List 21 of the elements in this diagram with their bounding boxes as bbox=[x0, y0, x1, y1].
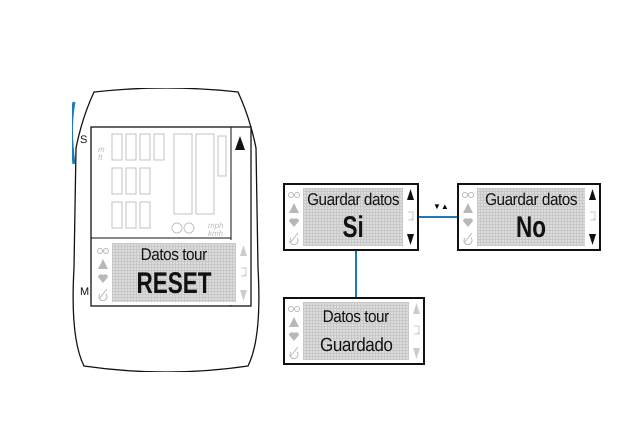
button-label: S bbox=[80, 134, 88, 146]
display-heading: Guardar datos bbox=[307, 190, 399, 208]
display-heading: Datos tour bbox=[140, 246, 208, 263]
edge-label: ▼▲ bbox=[432, 203, 450, 211]
unit-label: ft bbox=[98, 154, 102, 162]
display-heading: Guardar datos bbox=[485, 190, 577, 208]
lcd-screen bbox=[457, 183, 601, 251]
display-heading: Datos tour bbox=[322, 308, 390, 324]
unit-label: kmh bbox=[208, 230, 224, 238]
display-value: Guardado bbox=[320, 336, 392, 354]
connector-line bbox=[419, 216, 457, 218]
unit-label: mph bbox=[208, 222, 224, 230]
display-value: Si bbox=[342, 213, 364, 244]
connector-line bbox=[355, 251, 357, 297]
lcd-screen bbox=[283, 183, 419, 251]
lcd-screen bbox=[283, 297, 425, 365]
button-label: M bbox=[80, 286, 90, 298]
lcd-screen bbox=[94, 240, 250, 305]
display-value: No bbox=[516, 213, 546, 244]
unit-label: m bbox=[98, 146, 105, 154]
display-value: RESET bbox=[136, 269, 212, 299]
